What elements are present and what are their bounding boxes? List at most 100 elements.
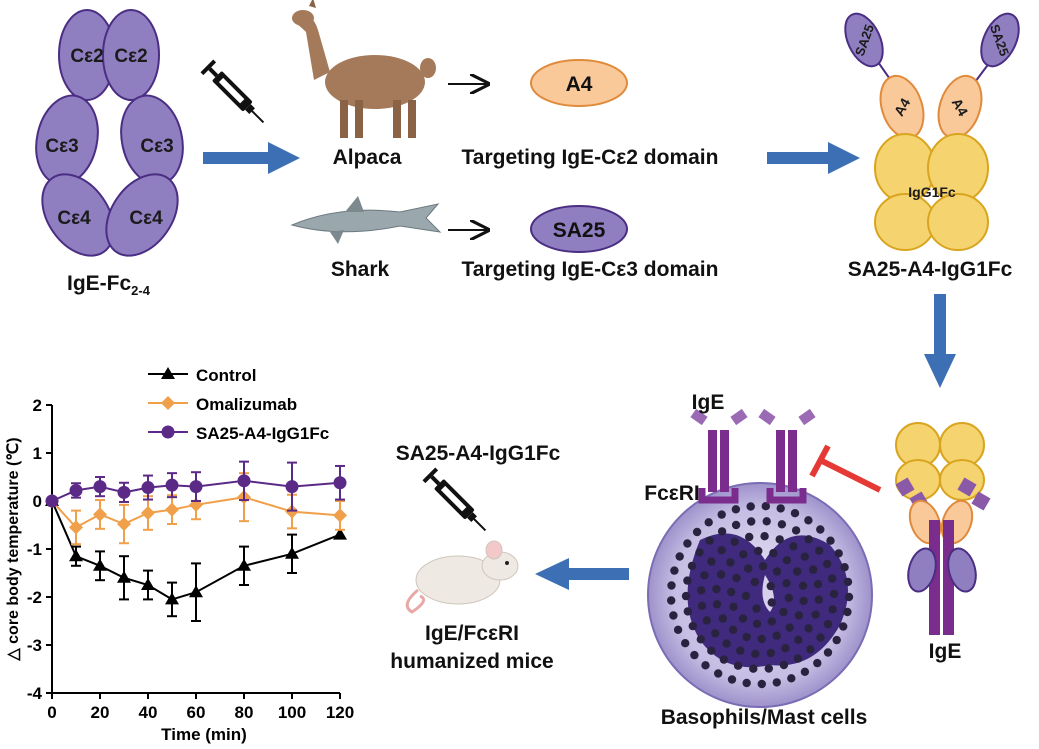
granule-dot xyxy=(675,552,684,561)
granule-dot xyxy=(722,639,731,648)
ige-top-label: IgE xyxy=(692,391,725,414)
data-point xyxy=(237,558,251,571)
series-line xyxy=(51,500,341,601)
granule-dot xyxy=(727,675,737,684)
data-point xyxy=(117,570,131,583)
granule-dot xyxy=(683,607,692,616)
alpaca-icon xyxy=(292,0,436,138)
granule-dot xyxy=(702,616,711,625)
arrow-to-mice xyxy=(535,558,629,590)
granule-dot xyxy=(794,635,803,644)
ce3-label-right: Cε3 xyxy=(140,136,173,157)
granule-dot xyxy=(704,518,713,527)
granule-dot xyxy=(782,579,791,588)
y-tick-label: -4 xyxy=(27,684,43,703)
granule-dot xyxy=(772,567,782,576)
granule-dot xyxy=(752,604,761,613)
fceri-label: FcεRI xyxy=(644,482,699,505)
mice-label-line1: IgE/FcεRI xyxy=(425,622,519,645)
x-tick-label: 20 xyxy=(91,703,110,722)
x-tick-label: 120 xyxy=(326,703,354,722)
granule-dot xyxy=(687,561,697,571)
granule-dot xyxy=(840,563,849,572)
legend-label: Control xyxy=(196,366,256,385)
granule-dot xyxy=(750,577,759,587)
y-tick-label: 0 xyxy=(33,492,42,511)
granule-dot xyxy=(670,566,679,575)
granule-dot xyxy=(779,607,788,617)
granule-dot xyxy=(804,624,813,633)
granule-dot xyxy=(717,510,726,519)
granule-dot xyxy=(739,550,748,559)
granule-dot xyxy=(727,587,736,597)
granule-dot xyxy=(775,535,784,544)
granule-dot xyxy=(717,546,726,555)
granule-dot xyxy=(816,633,825,642)
granule-dot xyxy=(730,537,739,546)
granule-dot xyxy=(683,576,692,585)
granule-dot xyxy=(793,567,802,576)
y-tick-label: -3 xyxy=(27,636,42,655)
granule-dot xyxy=(784,593,793,603)
alpaca-label: Alpaca xyxy=(333,146,402,169)
y-tick-label: -2 xyxy=(27,588,42,607)
legend-marker xyxy=(161,396,175,410)
sa25-nanobody xyxy=(530,205,628,253)
ige-fc-caption: IgE-Fc2-4 xyxy=(67,272,151,298)
data-point xyxy=(333,476,347,490)
data-point xyxy=(93,507,107,522)
ce3-label-left: Cε3 xyxy=(45,136,78,157)
granule-dot xyxy=(791,526,801,535)
granule-dot xyxy=(813,658,822,668)
x-tick-label: 100 xyxy=(278,703,306,722)
granule-dot xyxy=(779,660,789,670)
legend-marker xyxy=(161,367,175,379)
data-point xyxy=(141,506,155,520)
series-sa25-a4-igg1fc xyxy=(45,460,347,512)
cell-granules xyxy=(667,502,854,689)
granule-dot xyxy=(777,520,787,529)
granule-dot xyxy=(751,649,760,658)
data-point xyxy=(237,474,251,488)
granule-dot xyxy=(834,549,843,558)
granule-dot xyxy=(767,598,776,607)
granule-dot xyxy=(789,542,798,551)
granule-dot xyxy=(742,678,751,688)
granule-dot xyxy=(697,586,706,595)
granule-dot xyxy=(733,661,743,670)
x-axis-label: Time (min) xyxy=(161,725,247,744)
granule-dot xyxy=(843,577,853,587)
sa25-nanobody-label: SA25 xyxy=(553,219,606,242)
ce2-label-right: Cε2 xyxy=(114,46,147,67)
granule-dot xyxy=(697,601,707,610)
granule-dot xyxy=(707,646,716,655)
granule-dot xyxy=(758,562,768,571)
ige-bound-construct xyxy=(895,422,991,635)
mice-label-line2: humanized mice xyxy=(390,650,553,673)
granule-dot xyxy=(683,539,692,548)
granule-dot xyxy=(732,573,741,583)
target-ce2-label: Targeting IgE-Cε2 domain xyxy=(462,146,719,169)
ce4-label-right: Cε4 xyxy=(129,208,163,229)
construct-a4-right: A4 xyxy=(949,95,972,119)
shark-label: Shark xyxy=(331,258,390,281)
data-point xyxy=(165,502,179,517)
data-point xyxy=(93,480,107,494)
granule-dot xyxy=(790,509,800,518)
granule-dot xyxy=(766,581,775,591)
granule-dot xyxy=(749,664,758,673)
shark-icon xyxy=(290,196,442,244)
granule-dot xyxy=(717,527,727,536)
granule-dot xyxy=(726,558,735,567)
data-point xyxy=(285,480,299,494)
a4-nanobody-label: A4 xyxy=(566,73,593,96)
y-tick-label: 1 xyxy=(33,444,42,463)
data-point xyxy=(93,558,107,571)
a4-nanobody xyxy=(530,59,628,107)
data-point xyxy=(165,592,179,605)
legend-marker xyxy=(161,425,175,439)
x-tick-label: 0 xyxy=(47,703,56,722)
granule-dot xyxy=(731,520,741,530)
series-control xyxy=(45,494,347,622)
